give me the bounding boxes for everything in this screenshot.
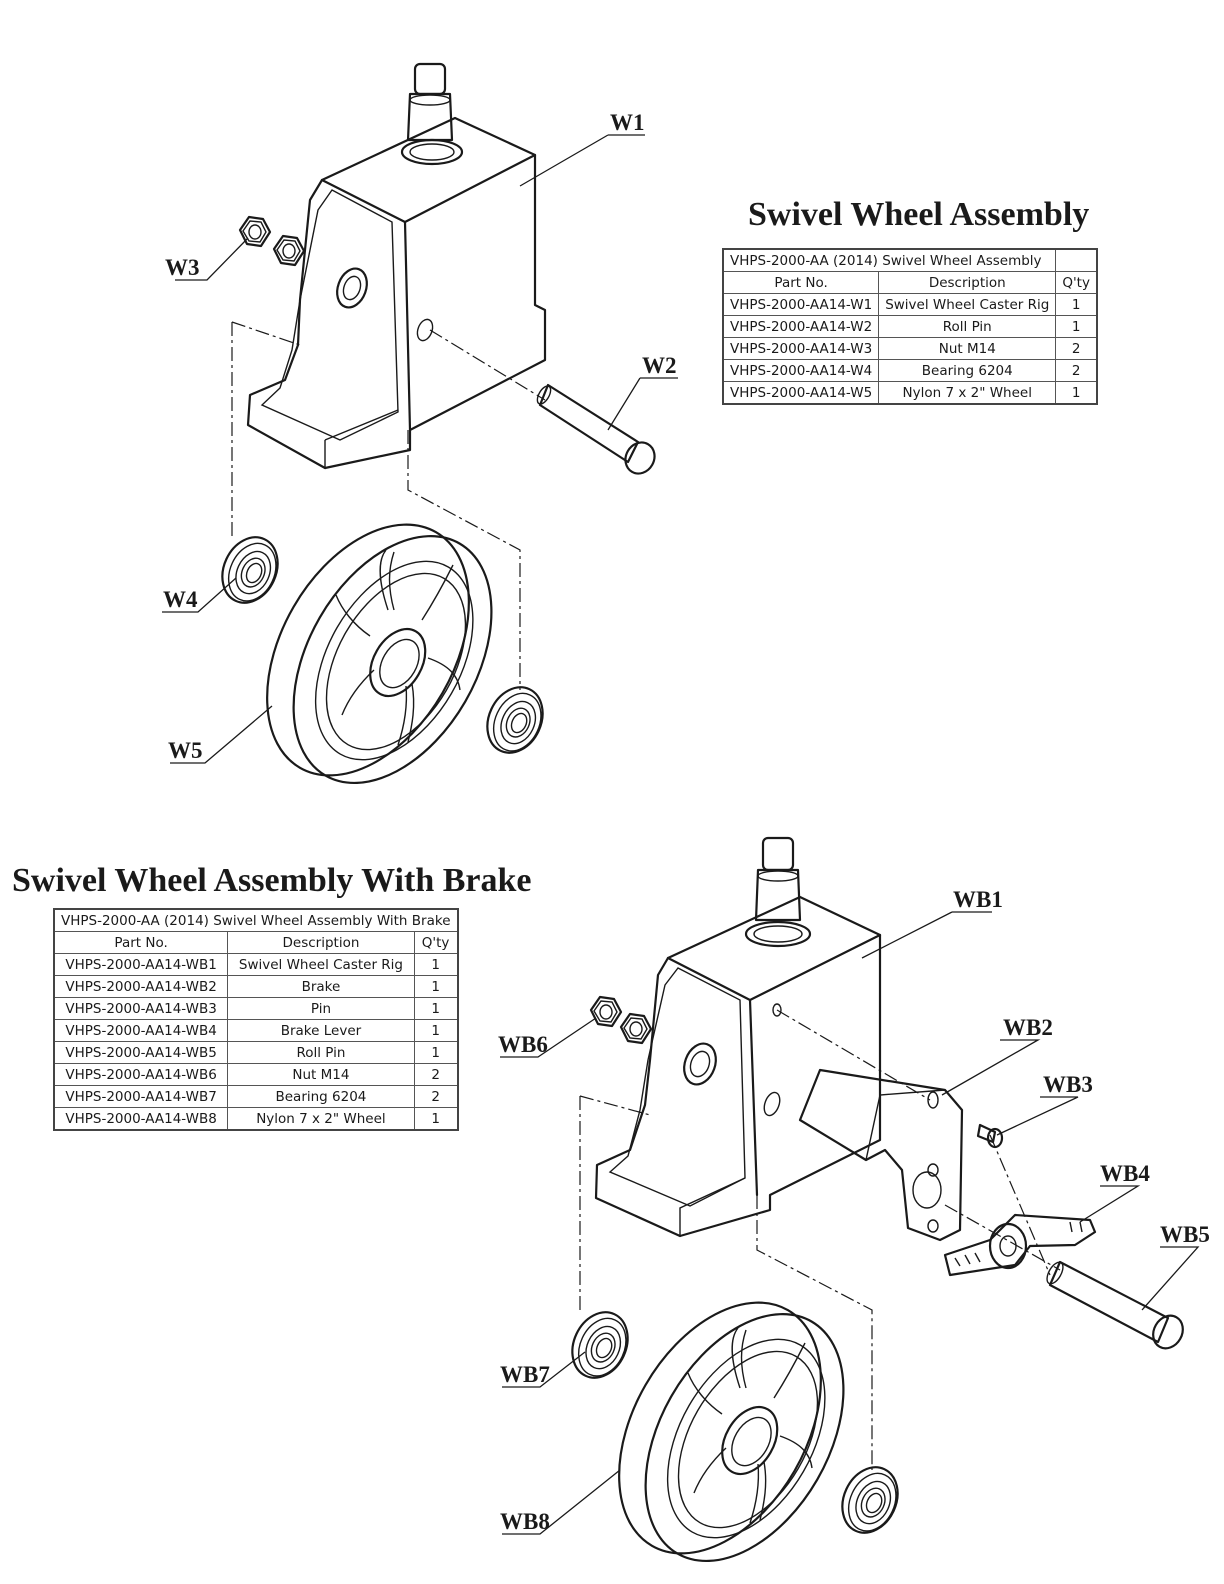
table-caption-row: VHPS-2000-AA (2014) Swivel Wheel Assembl… [722, 248, 1098, 272]
part-number-cell: VHPS-2000-AA14-WB1 [53, 953, 229, 976]
callout-wb6: WB6 [498, 1032, 548, 1057]
callout-w5: W5 [168, 738, 203, 763]
quantity-cell: 1 [1055, 381, 1098, 405]
quantity-cell: 1 [413, 1019, 459, 1042]
table-caption-empty-cell [1055, 248, 1098, 272]
description-cell: Pin [227, 997, 415, 1020]
part-number-cell: VHPS-2000-AA14-WB4 [53, 1019, 229, 1042]
assembly-title: Swivel Wheel Assembly [748, 196, 1090, 233]
table-row: VHPS-2000-AA14-W4 Bearing 6204 2 [722, 359, 1098, 382]
callout-w3: W3 [165, 255, 200, 280]
part-number-cell: VHPS-2000-AA14-W3 [722, 337, 880, 360]
quantity-cell: 1 [413, 953, 459, 976]
table-row: VHPS-2000-AA14-W3 Nut M14 2 [722, 337, 1098, 360]
quantity-cell: 2 [413, 1085, 459, 1108]
table-header-row: Part No. Description Q'ty [722, 271, 1098, 294]
part-number-cell: VHPS-2000-AA14-WB2 [53, 975, 229, 998]
description-cell: Roll Pin [878, 315, 1057, 338]
column-header: Description [878, 271, 1057, 294]
table-row: VHPS-2000-AA14-WB1 Swivel Wheel Caster R… [53, 953, 459, 976]
table-row: VHPS-2000-AA14-WB5 Roll Pin 1 [53, 1041, 459, 1064]
table-row: VHPS-2000-AA14-W5 Nylon 7 x 2" Wheel 1 [722, 381, 1098, 405]
swivel-wheel-assembly-with-brake-drawing [500, 836, 1200, 1584]
description-cell: Nylon 7 x 2" Wheel [878, 381, 1057, 405]
callout-wb7: WB7 [500, 1362, 550, 1387]
assembly-with-brake-title: Swivel Wheel Assembly With Brake [12, 862, 532, 899]
table-row: VHPS-2000-AA14-WB8 Nylon 7 x 2" Wheel 1 [53, 1107, 459, 1131]
parts-table-with-brake: VHPS-2000-AA (2014) Swivel Wheel Assembl… [53, 908, 459, 1131]
description-cell: Swivel Wheel Caster Rig [227, 953, 415, 976]
quantity-cell: 1 [413, 1107, 459, 1131]
part-number-cell: VHPS-2000-AA14-W4 [722, 359, 880, 382]
description-cell: Nut M14 [878, 337, 1057, 360]
column-header: Q'ty [1055, 271, 1098, 294]
callout-w4: W4 [163, 587, 198, 612]
callout-w2: W2 [642, 353, 677, 378]
table-caption: VHPS-2000-AA (2014) Swivel Wheel Assembl… [722, 248, 1057, 272]
quantity-cell: 1 [413, 975, 459, 998]
quantity-cell: 1 [1055, 315, 1098, 338]
table-caption: VHPS-2000-AA (2014) Swivel Wheel Assembl… [53, 908, 459, 932]
table-header-row: Part No. Description Q'ty [53, 931, 459, 954]
quantity-cell: 2 [1055, 337, 1098, 360]
callout-wb5: WB5 [1160, 1222, 1210, 1247]
table-row: VHPS-2000-AA14-WB6 Nut M14 2 [53, 1063, 459, 1086]
part-number-cell: VHPS-2000-AA14-WB3 [53, 997, 229, 1020]
table-caption-row: VHPS-2000-AA (2014) Swivel Wheel Assembl… [53, 908, 459, 932]
callout-wb4: WB4 [1100, 1161, 1150, 1186]
quantity-cell: 1 [1055, 293, 1098, 316]
description-cell: Brake [227, 975, 415, 998]
description-cell: Brake Lever [227, 1019, 415, 1042]
description-cell: Roll Pin [227, 1041, 415, 1064]
quantity-cell: 2 [1055, 359, 1098, 382]
callout-w1: W1 [610, 110, 645, 135]
quantity-cell: 2 [413, 1063, 459, 1086]
description-cell: Bearing 6204 [878, 359, 1057, 382]
parts-table: VHPS-2000-AA (2014) Swivel Wheel Assembl… [722, 248, 1098, 405]
column-header: Q'ty [413, 931, 459, 954]
description-cell: Nut M14 [227, 1063, 415, 1086]
quantity-cell: 1 [413, 1041, 459, 1064]
part-number-cell: VHPS-2000-AA14-WB8 [53, 1107, 229, 1131]
part-number-cell: VHPS-2000-AA14-W1 [722, 293, 880, 316]
part-number-cell: VHPS-2000-AA14-W5 [722, 381, 880, 405]
description-cell: Swivel Wheel Caster Rig [878, 293, 1057, 316]
callout-wb1: WB1 [953, 887, 1003, 912]
swivel-wheel-assembly-drawing [162, 62, 678, 819]
description-cell: Nylon 7 x 2" Wheel [227, 1107, 415, 1131]
callout-labels: W1 W2 W3 W4 W5 WB1 WB2 WB3 WB4 WB5 WB6 W… [163, 110, 1210, 1534]
part-number-cell: VHPS-2000-AA14-WB6 [53, 1063, 229, 1086]
table-row: VHPS-2000-AA14-W1 Swivel Wheel Caster Ri… [722, 293, 1098, 316]
table-row: VHPS-2000-AA14-WB2 Brake 1 [53, 975, 459, 998]
part-number-cell: VHPS-2000-AA14-WB7 [53, 1085, 229, 1108]
column-header: Description [227, 931, 415, 954]
callout-wb2: WB2 [1003, 1015, 1053, 1040]
part-number-cell: VHPS-2000-AA14-W2 [722, 315, 880, 338]
table-row: VHPS-2000-AA14-WB7 Bearing 6204 2 [53, 1085, 459, 1108]
column-header: Part No. [53, 931, 229, 954]
table-row: VHPS-2000-AA14-WB4 Brake Lever 1 [53, 1019, 459, 1042]
table-row: VHPS-2000-AA14-W2 Roll Pin 1 [722, 315, 1098, 338]
quantity-cell: 1 [413, 997, 459, 1020]
description-cell: Bearing 6204 [227, 1085, 415, 1108]
part-number-cell: VHPS-2000-AA14-WB5 [53, 1041, 229, 1064]
callout-wb3: WB3 [1043, 1072, 1093, 1097]
column-header: Part No. [722, 271, 880, 294]
callout-wb8: WB8 [500, 1509, 550, 1534]
table-row: VHPS-2000-AA14-WB3 Pin 1 [53, 997, 459, 1020]
